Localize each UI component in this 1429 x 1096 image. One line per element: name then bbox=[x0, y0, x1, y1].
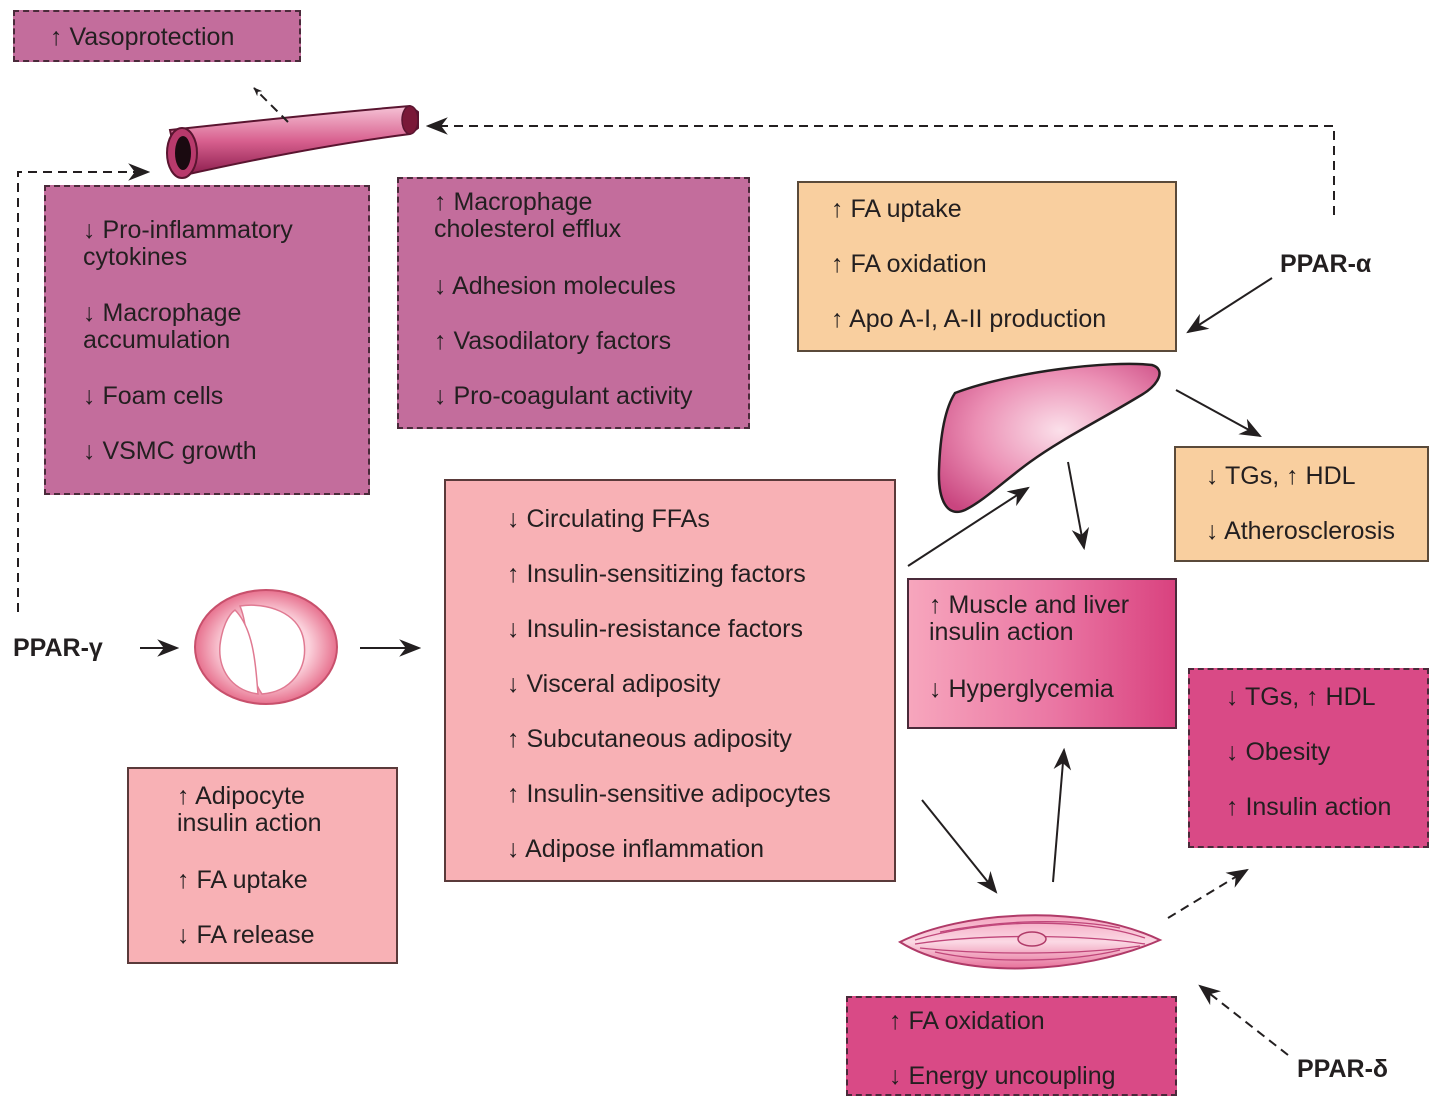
effect-item: ↑ FA oxidation bbox=[889, 1007, 1045, 1035]
effect-item: ↓ Insulin-resistance factors bbox=[507, 615, 803, 643]
ppar-delta-label: PPAR-δ bbox=[1297, 1055, 1389, 1083]
effect-item: ↓ Adipose inflammation bbox=[507, 835, 765, 863]
effect-item: ↑ Adipocyte insulin action bbox=[177, 782, 322, 837]
vasoprotection-box: ↑ Vasoprotection bbox=[13, 10, 301, 62]
effect-item: ↑ Insulin-sensitive adipocytes bbox=[507, 780, 831, 808]
effect-item: ↓ TGs, ↑ HDL bbox=[1206, 462, 1356, 490]
muscle-liver-effects-box: ↑ Muscle and liver insulin action ↓ Hype… bbox=[907, 578, 1177, 729]
effect-item: ↑ Insulin action bbox=[1226, 793, 1392, 821]
effect-item: ↓ Foam cells bbox=[83, 382, 224, 410]
effect-item: ↑ Subcutaneous adiposity bbox=[507, 725, 792, 753]
ppar-alpha-label: PPAR-α bbox=[1280, 250, 1372, 278]
ppar-delta-effects-box: ↓ TGs, ↑ HDL ↓ Obesity ↑ Insulin action bbox=[1188, 668, 1429, 848]
adipose-effects-box: ↓ Circulating FFAs ↑ Insulin-sensitizing… bbox=[444, 479, 896, 882]
effect-item: ↓ Circulating FFAs bbox=[507, 505, 710, 533]
effect-item: ↓ TGs, ↑ HDL bbox=[1226, 683, 1376, 711]
effect-item: ↑ Vasodilatory factors bbox=[434, 327, 672, 355]
effect-item: ↓ Visceral adiposity bbox=[507, 670, 721, 698]
effect-item: ↓ Energy uncoupling bbox=[889, 1062, 1116, 1090]
liver-effects-box: ↑ FA uptake ↑ FA oxidation ↑ Apo A-I, A-… bbox=[797, 181, 1177, 352]
adipocyte-effects-box: ↑ Adipocyte insulin action ↑ FA uptake ↓… bbox=[127, 767, 398, 964]
effect-item: ↑ Insulin-sensitizing factors bbox=[507, 560, 806, 588]
vasoprotection-text: ↑ Vasoprotection bbox=[50, 23, 235, 51]
muscle-effects-box: ↑ FA oxidation ↓ Energy uncoupling bbox=[846, 996, 1177, 1096]
vascular-effects-right-box: ↑ Macrophage cholesterol efflux ↓ Adhesi… bbox=[397, 177, 750, 429]
effect-item: ↓ Obesity bbox=[1226, 738, 1331, 766]
effect-item: ↓ Hyperglycemia bbox=[929, 675, 1114, 703]
effect-item: ↑ Muscle and liver insulin action bbox=[929, 591, 1130, 646]
effect-item: ↑ FA uptake bbox=[177, 866, 308, 894]
effect-item: ↓ Macrophage accumulation bbox=[83, 299, 242, 354]
muscle-fiber-icon bbox=[897, 914, 1163, 970]
lipid-effects-box: ↓ TGs, ↑ HDL ↓ Atherosclerosis bbox=[1174, 446, 1429, 562]
effect-item: ↓ FA release bbox=[177, 921, 315, 949]
vascular-effects-left-box: ↓ Pro-inflammatory cytokines ↓ Macrophag… bbox=[44, 185, 370, 495]
blood-vessel-icon bbox=[166, 104, 419, 179]
effect-item: ↑ FA oxidation bbox=[831, 250, 987, 278]
effect-item: ↓ Pro-inflammatory cytokines bbox=[83, 216, 293, 271]
adipocyte-icon bbox=[194, 589, 338, 705]
effect-item: ↑ FA uptake bbox=[831, 195, 962, 223]
effect-item: ↓ Atherosclerosis bbox=[1206, 517, 1395, 545]
effect-item: ↓ VSMC growth bbox=[83, 437, 257, 465]
effect-item: ↑ Apo A-I, A-II production bbox=[831, 305, 1107, 333]
effect-item: ↑ Macrophage cholesterol efflux bbox=[434, 188, 622, 243]
effect-item: ↓ Pro-coagulant activity bbox=[434, 382, 693, 410]
liver-icon bbox=[937, 362, 1161, 513]
effect-item: ↓ Adhesion molecules bbox=[434, 272, 676, 300]
ppar-gamma-label: PPAR-γ bbox=[13, 634, 103, 662]
